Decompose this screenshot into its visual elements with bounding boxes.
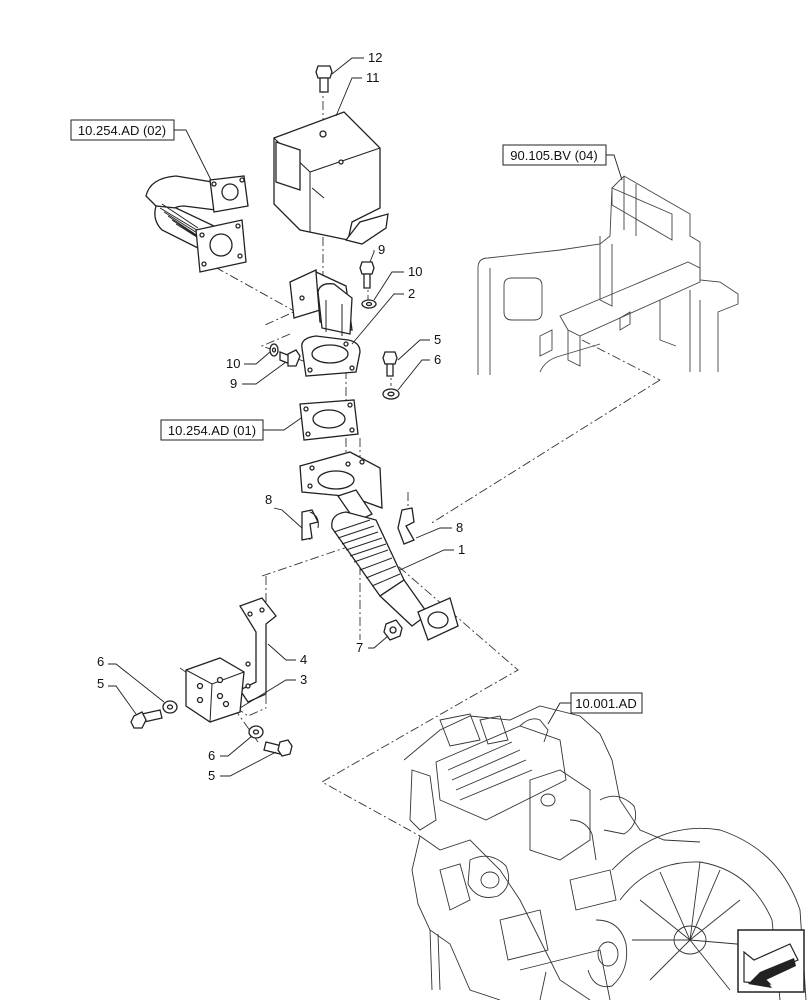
callout-9-upper[interactable]: 9 (369, 242, 385, 263)
part-9-bolt-upper[interactable] (359, 261, 375, 289)
callout-label: 5 (97, 676, 104, 691)
callout-label: 6 (208, 748, 215, 763)
part-2-elbow-adapter[interactable] (289, 269, 361, 377)
reference-box-10-254-ad-02[interactable]: 10.254.AD (02) (70, 119, 213, 183)
callout-label: 5 (208, 768, 215, 783)
callout-5-lower-right[interactable]: 5 (208, 751, 277, 783)
callout-6-lower-right[interactable]: 6 (208, 735, 253, 763)
flex-pipe-top[interactable] (145, 175, 249, 273)
callout-label: 10 (408, 264, 422, 279)
part-10-washer-upper[interactable] (361, 299, 377, 309)
part-11-heat-shield[interactable] (273, 111, 389, 245)
callout-6-right[interactable]: 6 (397, 352, 441, 391)
part-4-bracket[interactable] (239, 597, 277, 703)
callout-label: 9 (230, 376, 237, 391)
callout-9-left[interactable]: 9 (230, 361, 287, 391)
callout-3[interactable]: 3 (239, 672, 307, 709)
callout-10-upper[interactable]: 10 (373, 264, 422, 301)
part-5-bolt-right[interactable] (382, 351, 398, 377)
part-3-support[interactable] (185, 657, 245, 723)
callout-label: 3 (300, 672, 307, 687)
callout-label: 1 (458, 542, 465, 557)
callout-label: 4 (300, 652, 307, 667)
callout-label: 10 (226, 356, 240, 371)
part-8-clamp-left[interactable] (301, 509, 319, 541)
reference-label: 10.254.AD (01) (168, 423, 256, 438)
part-5-bolt-lower-right[interactable] (263, 739, 293, 757)
callout-label: 6 (434, 352, 441, 367)
part-6-washer-lower-right[interactable] (248, 725, 264, 739)
part-8-clamp-right[interactable] (397, 507, 415, 545)
chassis-frame (477, 175, 739, 375)
part-1-flex-pipe[interactable] (299, 451, 459, 641)
callout-8-left[interactable]: 8 (265, 492, 303, 529)
callout-label: 12 (368, 50, 382, 65)
callout-6-lower-left[interactable]: 6 (97, 654, 165, 703)
gasket[interactable] (299, 399, 359, 441)
callout-label: 6 (97, 654, 104, 669)
reference-box-90-105-bv-04[interactable]: 90.105.BV (04) (502, 144, 623, 181)
callout-4[interactable]: 4 (267, 643, 307, 667)
callout-label: 8 (456, 520, 463, 535)
part-5-bolt-lower-left[interactable] (130, 709, 163, 729)
part-12-bolt[interactable] (315, 65, 333, 93)
callout-label: 11 (366, 70, 380, 85)
callout-8-right[interactable]: 8 (415, 520, 463, 539)
callout-2[interactable]: 2 (351, 286, 415, 345)
callout-label: 9 (378, 242, 385, 257)
reference-label: 10.001.AD (575, 696, 636, 711)
callout-11[interactable]: 11 (335, 70, 380, 117)
callout-label: 7 (356, 640, 363, 655)
callout-5-right[interactable]: 5 (397, 332, 441, 361)
part-6-washer-right[interactable] (382, 388, 400, 400)
reference-box-10-254-ad-01[interactable]: 10.254.AD (01) (160, 415, 305, 441)
part-9-bolt-left[interactable] (279, 349, 301, 367)
callout-1[interactable]: 1 (399, 542, 465, 571)
engine-assembly (403, 705, 807, 1000)
part-7-nut[interactable] (383, 619, 403, 641)
callout-10-left[interactable]: 10 (226, 351, 271, 371)
reference-box-10-001-ad[interactable]: 10.001.AD (547, 692, 643, 725)
callout-5-lower-left[interactable]: 5 (97, 676, 137, 715)
reference-label: 10.254.AD (02) (78, 123, 166, 138)
callout-label: 5 (434, 332, 441, 347)
arrow-icon[interactable] (737, 929, 805, 993)
callout-12[interactable]: 12 (331, 50, 382, 75)
callout-7[interactable]: 7 (356, 635, 389, 655)
part-6-washer-lower-left[interactable] (162, 700, 178, 714)
reference-label: 90.105.BV (04) (510, 148, 597, 163)
callout-label: 2 (408, 286, 415, 301)
part-10-washer-left[interactable] (269, 343, 279, 357)
callout-label: 8 (265, 492, 272, 507)
